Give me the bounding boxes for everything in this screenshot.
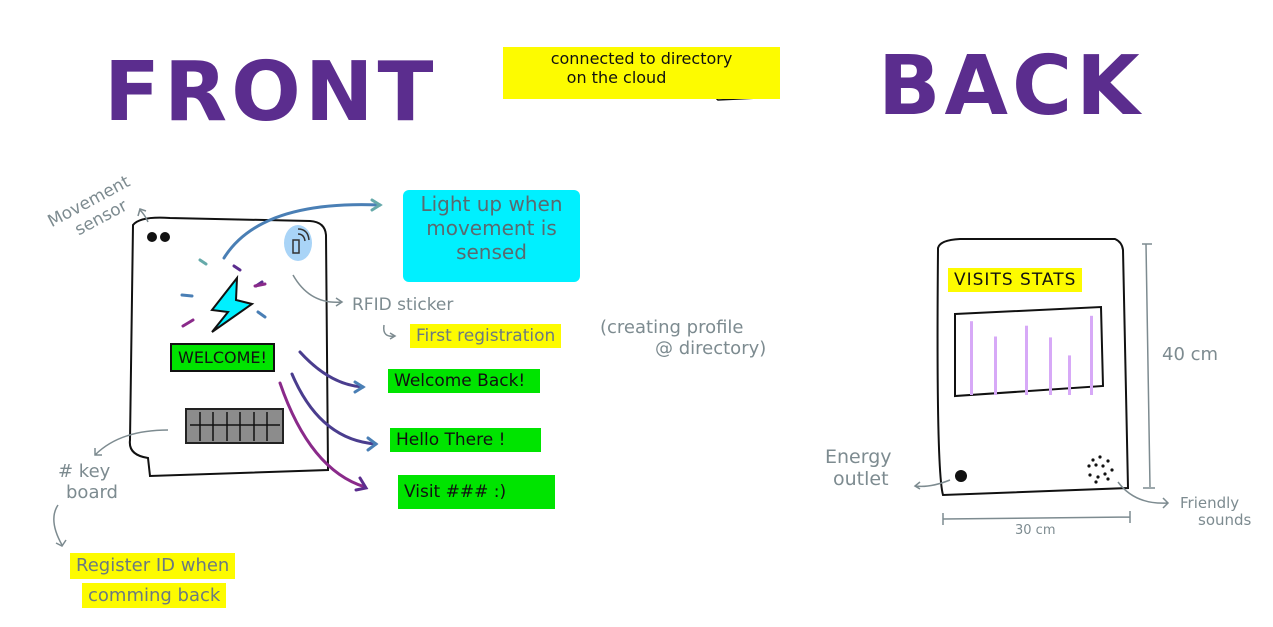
creating-profile-note: (creating profile @ directory) [600, 317, 767, 359]
welcome-screen: WELCOME! [170, 343, 275, 373]
rfid-sticker-label: RFID sticker [352, 295, 454, 315]
stats-bar [1025, 325, 1028, 395]
visits-stats-title: VISITS STATS [948, 268, 1083, 293]
creating-profile-line1: (creating profile [600, 317, 744, 338]
cloud-note-line2: on the cloud [566, 68, 667, 88]
friendly-sounds-label: Friendly sounds [1180, 494, 1252, 530]
rfid-sticker-icon [284, 225, 312, 261]
cloud-note-line1: connected to directory [550, 49, 733, 68]
energy-outlet-line1: Energy [825, 446, 892, 468]
keyboard-label-line2: board [66, 481, 118, 503]
register-note: Register ID when comming back [70, 553, 236, 609]
stats-chart-frame [954, 305, 1105, 398]
light-note-line3: sensed [456, 240, 527, 264]
light-note-line1: Light up when [420, 192, 563, 216]
energy-outlet-icon [955, 470, 967, 482]
front-title: FRONT [104, 45, 438, 140]
width-label: 30 cm [1015, 523, 1056, 538]
keyboard-label-line1: # key [58, 461, 111, 482]
stats-bar [1068, 355, 1071, 395]
message-hello-there: Hello There ! [390, 428, 541, 453]
stats-bar [994, 336, 997, 395]
stats-bar [1049, 337, 1052, 395]
stats-bar [970, 321, 973, 395]
cloud-note: connected to directory on the cloud [503, 47, 780, 99]
light-note-line2: movement is [426, 216, 557, 240]
creating-profile-line2: @ directory) [655, 337, 767, 359]
stats-bars [970, 315, 1093, 395]
back-device-outline [936, 238, 1130, 497]
register-note-line1: Register ID when [70, 553, 236, 579]
back-title: BACK [878, 39, 1144, 134]
first-registration-label: First registration [410, 324, 562, 349]
keyboard-label: # key board [58, 461, 118, 503]
energy-outlet-label: Energy outlet [825, 446, 892, 491]
sensor-dot [147, 232, 157, 242]
light-up-note: Light up when movement is sensed [403, 190, 580, 282]
message-visit-count: Visit ### :) [398, 475, 555, 509]
stats-bar [1090, 315, 1093, 395]
speaker-icon [1087, 455, 1114, 484]
sensor-dot [160, 232, 170, 242]
lightning-icon [210, 274, 255, 333]
height-label: 40 cm [1162, 344, 1219, 365]
register-note-line2: comming back [82, 582, 227, 609]
friendly-sounds-line2: sounds [1198, 511, 1252, 530]
message-welcome-back: Welcome Back! [388, 369, 540, 394]
friendly-sounds-line1: Friendly [1180, 494, 1240, 512]
energy-outlet-line2: outlet [833, 467, 889, 490]
front-device-outline [128, 216, 330, 478]
